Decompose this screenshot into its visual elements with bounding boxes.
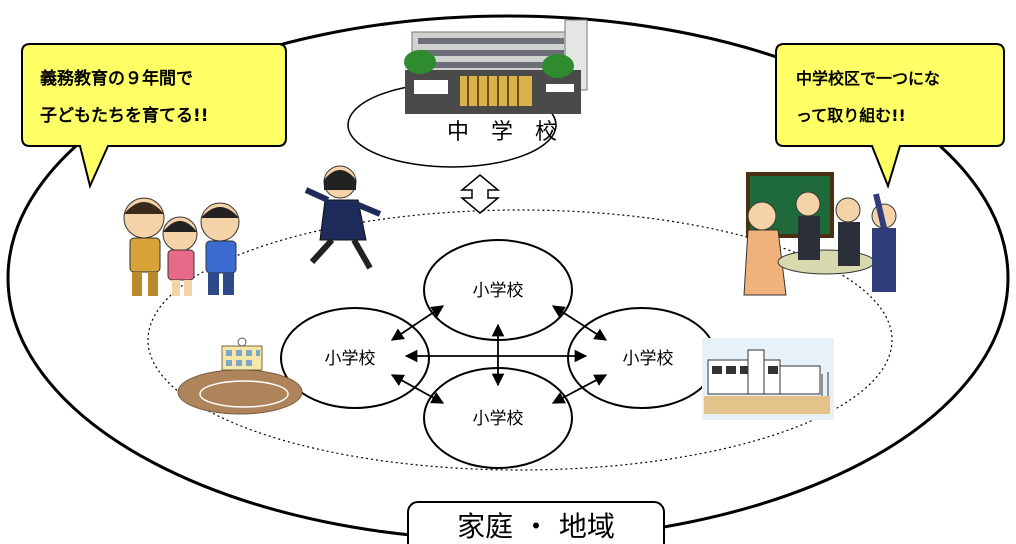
right-bubble-line2: って取り組む!! [796,106,906,125]
elementary-label-bottom: 小学校 [473,409,524,429]
arrow-top-left [390,305,445,341]
arrow-top-right [551,305,608,341]
left-speech-bubble [21,43,287,190]
children-icon [123,197,240,296]
elementary-label-left: 小学校 [325,349,376,369]
elementary-area-ellipse [147,209,893,471]
school-building-icon [404,19,588,114]
left-bubble-line1: 義務教育の９年間で [40,68,193,89]
elementary-arrows [390,305,608,404]
teachers-meeting-icon [743,172,897,296]
arrow-bottom-left [390,374,445,404]
community-label-box [407,501,665,544]
left-bubble-line2: 子どもたちを育てる!! [40,105,209,126]
elementary-label-top: 小学校 [473,281,524,301]
right-speech-bubble [775,43,1005,190]
arrow-bottom-right [551,374,608,404]
schoolyard-icon [177,337,303,415]
elementary-label-right: 小学校 [623,349,674,369]
junior-elementary-connector [459,174,501,214]
right-bubble-line1: 中学校区で一つにな [796,69,940,88]
community-label: 家庭 ・ 地域 [457,510,615,543]
elementary-building-icon [702,338,834,420]
running-student-icon [304,165,382,270]
junior-high-label: 中 学 校 [447,120,557,145]
